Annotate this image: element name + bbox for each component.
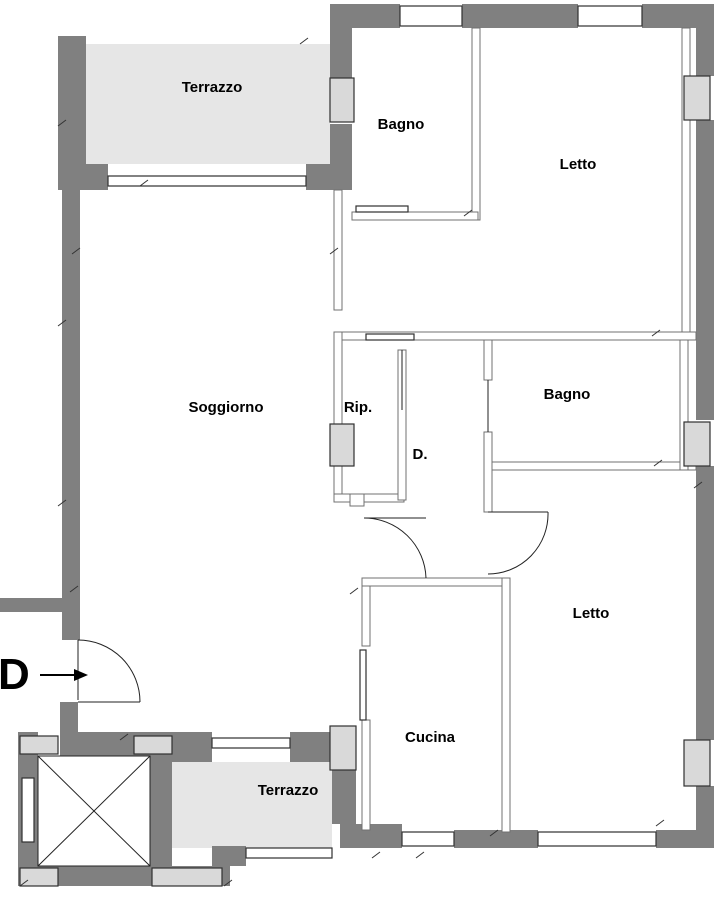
terrace-top-floor: [86, 44, 330, 164]
windows: [21, 5, 657, 859]
label-cucina: Cucina: [405, 729, 456, 746]
dimension-ticks: [19, 37, 703, 887]
room-labels: Terrazzo Bagno Letto Soggiorno Rip. D. B…: [182, 79, 610, 799]
terrace-bottom-floor: [172, 762, 332, 848]
label-bagno-mid: Bagno: [544, 386, 591, 403]
entrance-marker: D: [0, 650, 88, 699]
exterior-walls: [0, 4, 714, 886]
label-ripostiglio: Rip.: [344, 399, 372, 416]
label-soggiorno: Soggiorno: [189, 399, 264, 416]
pillars: [19, 75, 711, 887]
label-letto-top: Letto: [560, 156, 597, 173]
entrance-letter: D: [0, 650, 30, 699]
label-terrazzo-bottom: Terrazzo: [258, 782, 319, 799]
stair-shaft: [37, 755, 151, 867]
label-bagno-top: Bagno: [378, 116, 425, 133]
entrance-arrow-icon: [74, 669, 88, 681]
interior-walls: [333, 27, 697, 833]
label-letto-bottom: Letto: [573, 605, 610, 622]
doors: [77, 350, 549, 703]
label-disimpegno: D.: [413, 446, 428, 463]
label-terrazzo-top: Terrazzo: [182, 79, 243, 96]
